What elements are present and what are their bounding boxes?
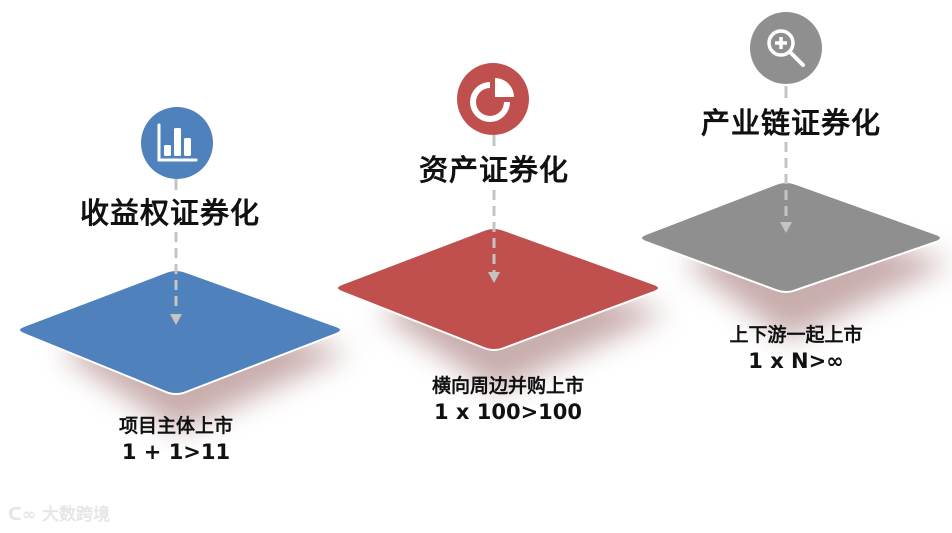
stage-3-caption-line2: 1 x N>∞ — [748, 348, 844, 373]
zoom-in-icon — [750, 12, 822, 84]
watermark-logo-icon: ᑕ∞ — [8, 505, 42, 525]
stage-1-caption: 项目主体上市 1 + 1>11 — [119, 414, 233, 466]
stage-2-caption: 横向周边并购上市 1 x 100>100 — [432, 374, 584, 426]
stage-2-caption-line2: 1 x 100>100 — [433, 399, 583, 424]
arrowheads — [170, 222, 792, 325]
stage-1-caption-line2: 1 + 1>11 — [121, 439, 231, 464]
bar-chart-icon — [141, 107, 213, 179]
stage-2-diamond — [336, 227, 660, 351]
stage-2-caption-line1: 横向周边并购上市 — [431, 375, 585, 397]
watermark-text: 大数跨境 — [41, 505, 110, 525]
stage-1-diamond — [18, 269, 342, 395]
stage-1-title: 收益权证券化 — [79, 196, 261, 230]
pie-chart-icon — [457, 63, 529, 135]
stage-3-caption-line1: 上下游一起上市 — [729, 324, 863, 346]
connectors — [174, 86, 788, 312]
stage-1-caption-line1: 项目主体上市 — [118, 415, 234, 437]
stage-3-caption: 上下游一起上市 1 x N>∞ — [729, 323, 862, 375]
stage-3-diamond — [640, 181, 942, 293]
stage-2-title: 资产证券化 — [418, 153, 570, 187]
watermark: ᑕ∞ 大数跨境 — [8, 500, 110, 525]
stage-3-title: 产业链证券化 — [700, 106, 882, 140]
